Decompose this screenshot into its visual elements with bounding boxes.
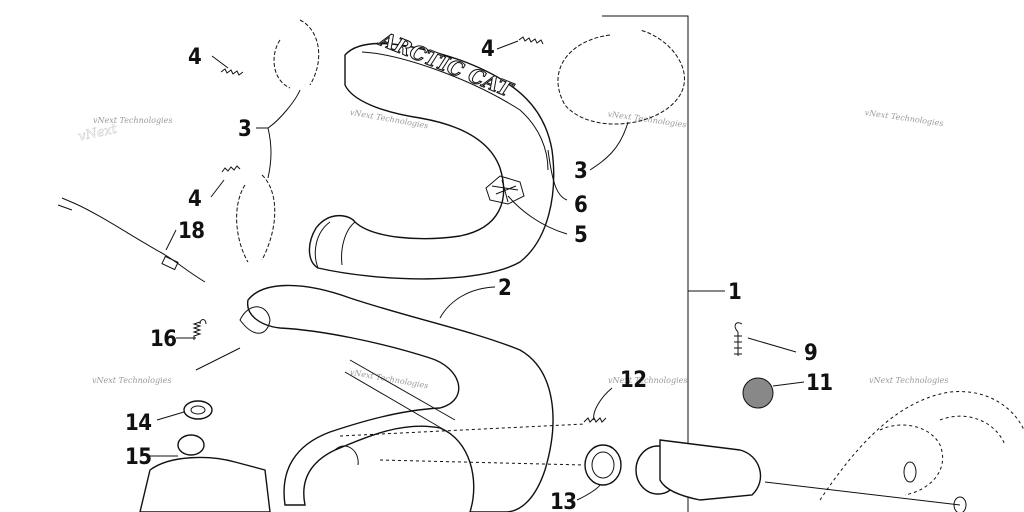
watermark-text: vNext Technologies (93, 116, 172, 125)
callout-4: 4 (188, 187, 201, 212)
callout-12: 12 (620, 368, 647, 393)
callout-11: 11 (806, 371, 833, 396)
rubber-grommet (742, 377, 774, 409)
washer-part (139, 377, 774, 512)
callout-18: 18 (178, 219, 205, 244)
watermark-text: vNext Technologies (869, 376, 948, 385)
watermark-text: vNext Technologies (864, 108, 944, 128)
watermark-text: vNext Technologies (349, 368, 429, 391)
heat-shield-patch (485, 175, 525, 205)
sensor-wire-part (57, 197, 206, 283)
exhaust-pipe-part (239, 284, 554, 512)
callout-labels: 4 4 3 4 3 6 5 18 2 1 16 9 11 12 14 15 13 (125, 37, 833, 512)
callout-3: 3 (574, 159, 587, 184)
callout-15: 15 (125, 445, 152, 470)
engine-outline (764, 391, 1024, 512)
callout-4: 4 (481, 37, 494, 62)
callout-5: 5 (574, 223, 587, 248)
callout-14: 14 (125, 411, 152, 436)
leader-lines (150, 40, 805, 501)
chain-strap-part (236, 19, 685, 263)
callout-13: 13 (550, 490, 577, 512)
callout-4: 4 (188, 45, 201, 70)
muffler-part: ARCTIC CAT (308, 26, 555, 280)
watermark-text: vNext Technologies (92, 376, 171, 385)
callout-3: 3 (238, 117, 251, 142)
spring-part (192, 36, 743, 423)
callout-9: 9 (804, 341, 817, 366)
callout-2: 2 (498, 276, 511, 301)
svg-text:vNext: vNext (77, 122, 119, 145)
callout-16: 16 (150, 327, 177, 352)
callout-6: 6 (574, 193, 587, 218)
bracket-line (602, 15, 725, 512)
callout-1: 1 (728, 280, 741, 305)
watermark-text: vNext Technologies (607, 109, 687, 129)
watermark-text: vNext Technologies (608, 376, 687, 385)
